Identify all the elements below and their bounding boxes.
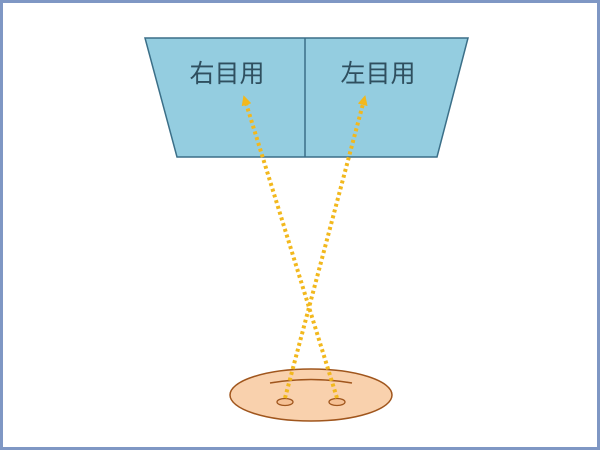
head-ellipse bbox=[229, 368, 393, 422]
right-eye-arrow-icon bbox=[241, 95, 339, 399]
viewer-head bbox=[229, 368, 393, 422]
right-eye-label: 右目用 bbox=[189, 59, 264, 88]
left-eye-label: 左目用 bbox=[340, 59, 415, 88]
screen-panel bbox=[144, 37, 469, 158]
sight-lines bbox=[241, 95, 368, 399]
stereo-screen: 右目用 左目用 bbox=[144, 37, 469, 158]
left-eye-icon bbox=[276, 397, 294, 407]
nose-line bbox=[269, 378, 353, 384]
right-eye-icon bbox=[328, 397, 346, 407]
